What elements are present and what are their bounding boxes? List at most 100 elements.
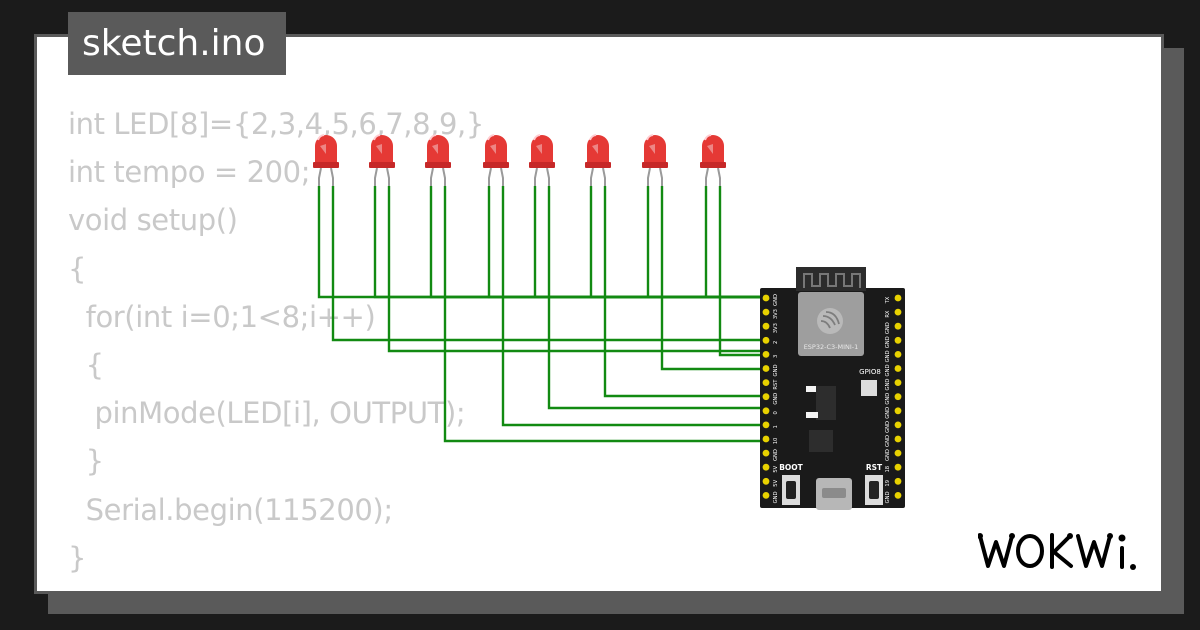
code-line: void setup() (68, 203, 238, 238)
pin-right[interactable] (894, 336, 902, 344)
pin-label-right: TX (885, 296, 891, 304)
led-7[interactable] (642, 134, 668, 186)
pin-label-left: 10 (773, 438, 779, 445)
wire-signal-2[interactable] (387, 186, 765, 353)
led-1[interactable] (313, 134, 339, 186)
code-line: } (68, 444, 104, 479)
pin-label-right: 18 (885, 466, 891, 473)
pin-label-left: 5V (773, 479, 779, 486)
pin-left[interactable] (762, 477, 770, 485)
pin-right[interactable] (894, 365, 902, 372)
pin-right[interactable] (894, 463, 902, 471)
pin-right[interactable] (894, 294, 902, 302)
led-6[interactable] (585, 134, 611, 186)
pin-right[interactable] (894, 351, 902, 358)
filename-tab[interactable]: sketch.ino (68, 12, 286, 75)
pin-left[interactable] (762, 435, 770, 443)
pin-right[interactable] (894, 492, 902, 499)
pin-label-right: GND (885, 449, 891, 461)
wire-signal-3[interactable] (443, 186, 895, 443)
leds-group (313, 134, 726, 186)
pin-label-right: GND (885, 350, 891, 362)
pin-left[interactable] (762, 449, 770, 457)
antenna-trace (803, 273, 861, 288)
pin-left[interactable] (762, 308, 770, 316)
wire-gnd-4[interactable] (487, 186, 765, 299)
esp32-c3-board[interactable]: ESP32-C3-MINI-1 GPIO8 BOOT RST GND TX 3V3 R… (760, 267, 905, 510)
code-line: Serial.begin(115200); (68, 492, 393, 527)
wokwi-logo (978, 533, 1136, 570)
pin-label-left: 0 (773, 411, 779, 414)
antenna (796, 267, 866, 291)
wire-gnd-3[interactable] (429, 186, 765, 299)
pin-right[interactable] (894, 435, 902, 443)
pin-left[interactable] (762, 421, 770, 429)
pin-label-right: RX (885, 310, 891, 318)
led-8[interactable] (700, 134, 726, 186)
pin-label-left: GND (773, 491, 779, 503)
reset-button-cap (869, 481, 879, 499)
pin-label-left: 5V (773, 465, 779, 472)
pin-label-right: GND (885, 421, 891, 433)
pin-label-right: 19 (885, 480, 891, 487)
pin-label-left: 3 (773, 355, 779, 358)
pin-label-right: GND (885, 393, 891, 405)
pin-right[interactable] (894, 477, 902, 485)
led-4[interactable] (483, 134, 509, 186)
filename-label: sketch.ino (82, 23, 266, 64)
pin-right[interactable] (894, 393, 902, 401)
smd-part (806, 386, 816, 392)
code-line: for(int i=0;1<8;i++) (68, 299, 376, 334)
pin-left[interactable] (762, 336, 770, 344)
led-2[interactable] (369, 134, 395, 186)
wire-gnd-8[interactable] (704, 186, 765, 299)
pin-label-left: GND (773, 449, 779, 461)
pin-left[interactable] (762, 407, 770, 415)
wire-gnd-1[interactable] (317, 186, 765, 299)
pin-label-left: 1 (773, 425, 779, 428)
pin-left[interactable] (762, 492, 770, 499)
rst-label: RST (866, 463, 883, 472)
wire-gnd-5[interactable] (533, 186, 765, 299)
pin-left[interactable] (762, 294, 770, 302)
code-line: } (68, 540, 87, 575)
pin-right[interactable] (894, 379, 902, 386)
pin-label-left: GND (773, 365, 779, 377)
module-label: ESP32-C3-MINI-1 (804, 343, 859, 351)
rgb-led (861, 380, 877, 396)
pin-left[interactable] (762, 365, 770, 372)
pin-left[interactable] (762, 463, 770, 471)
usb-chip (809, 430, 833, 452)
preview-card (34, 34, 1164, 594)
led-5[interactable] (529, 134, 555, 186)
espressif-logo-icon (817, 308, 843, 334)
pin-right[interactable] (894, 322, 902, 330)
code-line: int tempo = 200; (68, 155, 311, 190)
pin-label-left: 3V3 (773, 309, 779, 319)
code-line: int LED[8]={2,3,4,5,6,7,8,9,} (68, 107, 484, 141)
pin-left[interactable] (762, 379, 770, 386)
code-line: { (68, 251, 87, 286)
pin-right[interactable] (894, 308, 902, 316)
wire-gnd-6[interactable] (589, 186, 765, 299)
code-line: pinMode(LED[i], OUTPUT); (68, 396, 466, 431)
pin-label-left: 3V3 (773, 323, 779, 333)
pin-label-right: GND (885, 491, 891, 503)
gpio8-label: GPIO8 (859, 368, 881, 376)
pin-right[interactable] (894, 407, 902, 415)
led-3[interactable] (425, 134, 451, 186)
pin-left[interactable] (762, 393, 770, 401)
pin-left[interactable] (762, 322, 770, 330)
pin-right[interactable] (894, 421, 902, 429)
espressif-mark (820, 311, 840, 329)
code-line: { (68, 347, 104, 382)
pin-label-right: GND (885, 379, 891, 391)
pin-label-right: GND (885, 322, 891, 334)
pin-right[interactable] (894, 449, 902, 457)
pin-left[interactable] (762, 351, 770, 358)
boot-label: BOOT (779, 463, 803, 472)
smd-part (806, 412, 818, 418)
pin-label-right: GND (885, 365, 891, 377)
wire-signal-1[interactable] (331, 186, 765, 342)
